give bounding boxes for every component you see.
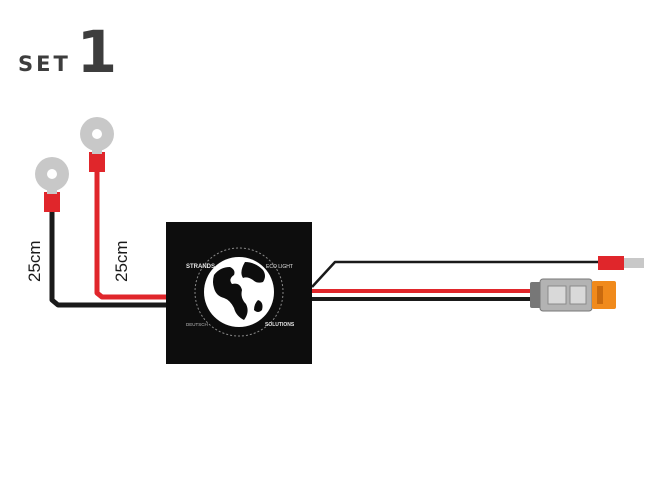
output-main-wires <box>312 289 532 301</box>
small-spade-connector <box>598 256 644 270</box>
globe-icon <box>204 257 274 327</box>
right-wire-length-label: 25cm <box>112 240 131 282</box>
ring-terminal-left <box>35 157 69 212</box>
module-text-top-left: STRANDS <box>186 264 215 270</box>
left-wire-length-label: 25cm <box>25 240 44 282</box>
module-text-bottom-left: DEUTSCH <box>186 322 208 327</box>
set-title-word: SET <box>18 44 71 80</box>
output-black-wire <box>311 260 600 288</box>
set-title: SET 1 <box>18 18 118 86</box>
relay-module: STRANDS ECO LIGHT DEUTSCH SOLUTIONS <box>166 222 312 364</box>
set-title-number: 1 <box>76 18 118 86</box>
left-black-wire <box>49 210 170 308</box>
module-text-bottom-right: SOLUTIONS <box>265 322 295 328</box>
ring-terminal-right <box>80 117 114 172</box>
deutsch-connector <box>530 278 616 312</box>
module-text-top-right: ECO LIGHT <box>266 264 293 270</box>
left-red-wire <box>94 170 170 300</box>
